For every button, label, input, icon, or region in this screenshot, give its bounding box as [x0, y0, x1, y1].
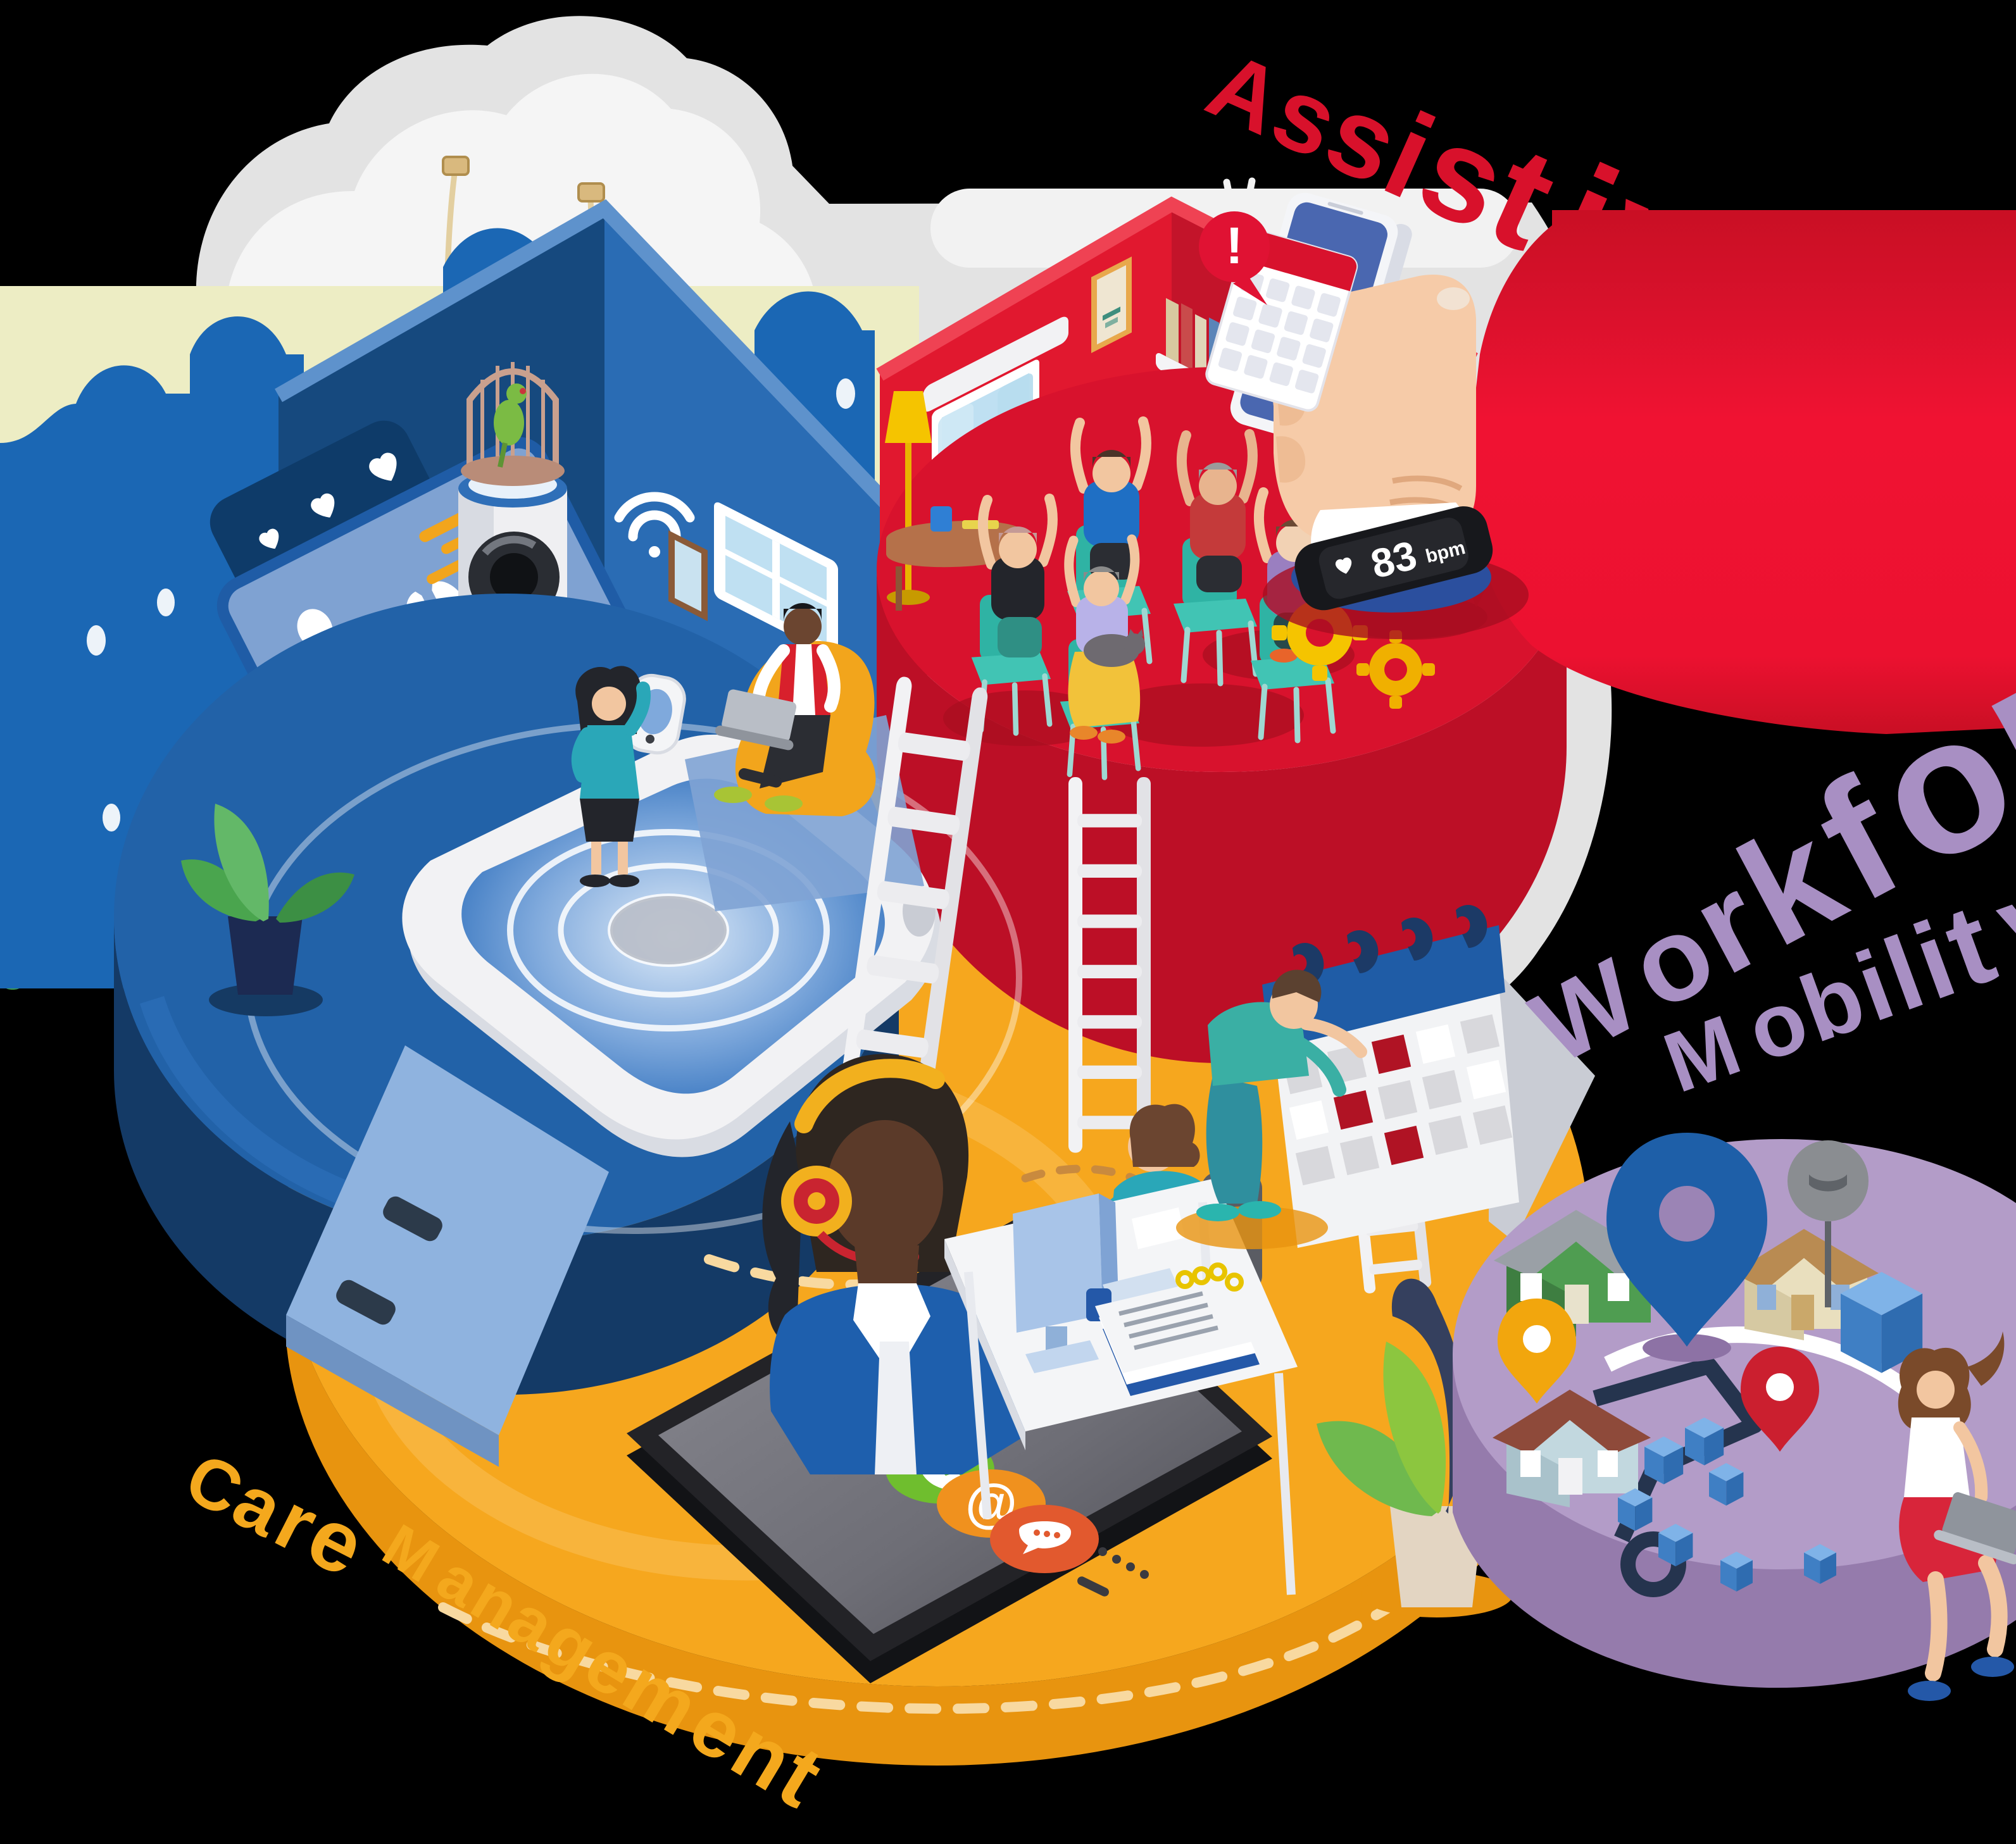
- heart-icon: [1335, 558, 1352, 574]
- person-exercising: [972, 494, 1058, 733]
- usb-strap: [286, 1045, 609, 1467]
- alert-glyph: !: [1225, 217, 1243, 275]
- man-on-beanbag: [685, 602, 924, 911]
- yellow-skirt: [1068, 651, 1141, 728]
- papers: [1132, 1207, 1185, 1249]
- map-pin-blue-icon: [1606, 1133, 1767, 1362]
- blue-room-roof-edge: [275, 199, 927, 545]
- dotted-trail: [1021, 1164, 1137, 1183]
- pointing-arm: [1300, 1018, 1367, 1058]
- headset-band: [794, 1059, 945, 1133]
- calendar-front: [1262, 905, 1519, 1248]
- workforce-mobility-platform: [1453, 1133, 2016, 1701]
- blue-room-picture-frame: [668, 530, 708, 621]
- red-platform-side: [877, 570, 1567, 1063]
- phone-speaker-port: [1077, 1547, 1149, 1597]
- spiral-documents: [1095, 1262, 1260, 1396]
- hair-bun: [1129, 1104, 1200, 1167]
- blue-heel: [1971, 1657, 2014, 1677]
- teal-top: [580, 725, 639, 799]
- arm: [1953, 1421, 1988, 1504]
- person-exercising: [1067, 416, 1151, 671]
- white-top: [1904, 1417, 1970, 1497]
- crescent: [1809, 1174, 1847, 1192]
- lime-shoe: [714, 787, 752, 803]
- spiral-rings: [1175, 1262, 1244, 1292]
- skirt: [580, 799, 639, 842]
- house-tan: [1733, 1229, 1879, 1340]
- roof: [1493, 1390, 1651, 1454]
- purple-platform-side: [1453, 1354, 2016, 1688]
- calendar-header: [1262, 925, 1505, 1050]
- smart-home-platform: [114, 594, 1022, 1467]
- analyst-desk: [944, 1104, 1298, 1595]
- dark-leaf: [1391, 1278, 1467, 1514]
- balloon-pin-gray-icon: [1787, 1140, 1869, 1307]
- exclamation-bubble-icon: !: [1199, 177, 1276, 305]
- wifi-icon: [614, 492, 695, 558]
- roof: [1733, 1229, 1879, 1290]
- face: [827, 1120, 943, 1257]
- hand-with-alert-phone: ! 83 bpm: [1199, 177, 1529, 639]
- house-cottage: [1493, 1390, 1651, 1507]
- care-management-content: @: [438, 676, 1595, 1714]
- porch: [1558, 1458, 1582, 1495]
- watch-heart-rate: 83: [1367, 532, 1421, 587]
- band-screen: [1318, 518, 1468, 599]
- map-pin-yellow-icon: [1498, 1299, 1576, 1404]
- calendar-cells: [1282, 1014, 1513, 1186]
- map-pin-red-icon: [1741, 1347, 1819, 1452]
- birdcage-with-parrot: [461, 362, 565, 486]
- potted-plant: [181, 804, 354, 1016]
- heart-icons: [259, 452, 397, 549]
- keyboard: [1103, 1268, 1181, 1310]
- parrot-icon: [494, 400, 524, 445]
- person-exercising: [1174, 429, 1257, 683]
- garage-door: [1791, 1295, 1814, 1330]
- schedule-calendar: [1176, 905, 1595, 1249]
- call-center-operator: [762, 1054, 1025, 1474]
- hearts-panel: [210, 420, 440, 606]
- shirt-collar: [853, 1283, 930, 1380]
- yellow-platform-side: [285, 1234, 1589, 1766]
- laptop: [1934, 1492, 2016, 1565]
- red-room-picture: [1091, 256, 1132, 353]
- person-with-cat: [1060, 534, 1145, 778]
- alert-sparks: [1223, 177, 1276, 213]
- remote-worker-woman: [1898, 1331, 2016, 1701]
- woman-with-medical-pendant: [571, 666, 686, 887]
- thumbnail-nail: [1437, 287, 1470, 310]
- laptop: [715, 689, 797, 751]
- ponytail: [1967, 1331, 2005, 1386]
- nurse-at-calendar: [1176, 969, 1367, 1249]
- scrub-pants: [1206, 1076, 1263, 1204]
- fitness-band: 83 bpm: [1294, 506, 1493, 611]
- leg: [1978, 1555, 2008, 1657]
- mug: [930, 506, 952, 532]
